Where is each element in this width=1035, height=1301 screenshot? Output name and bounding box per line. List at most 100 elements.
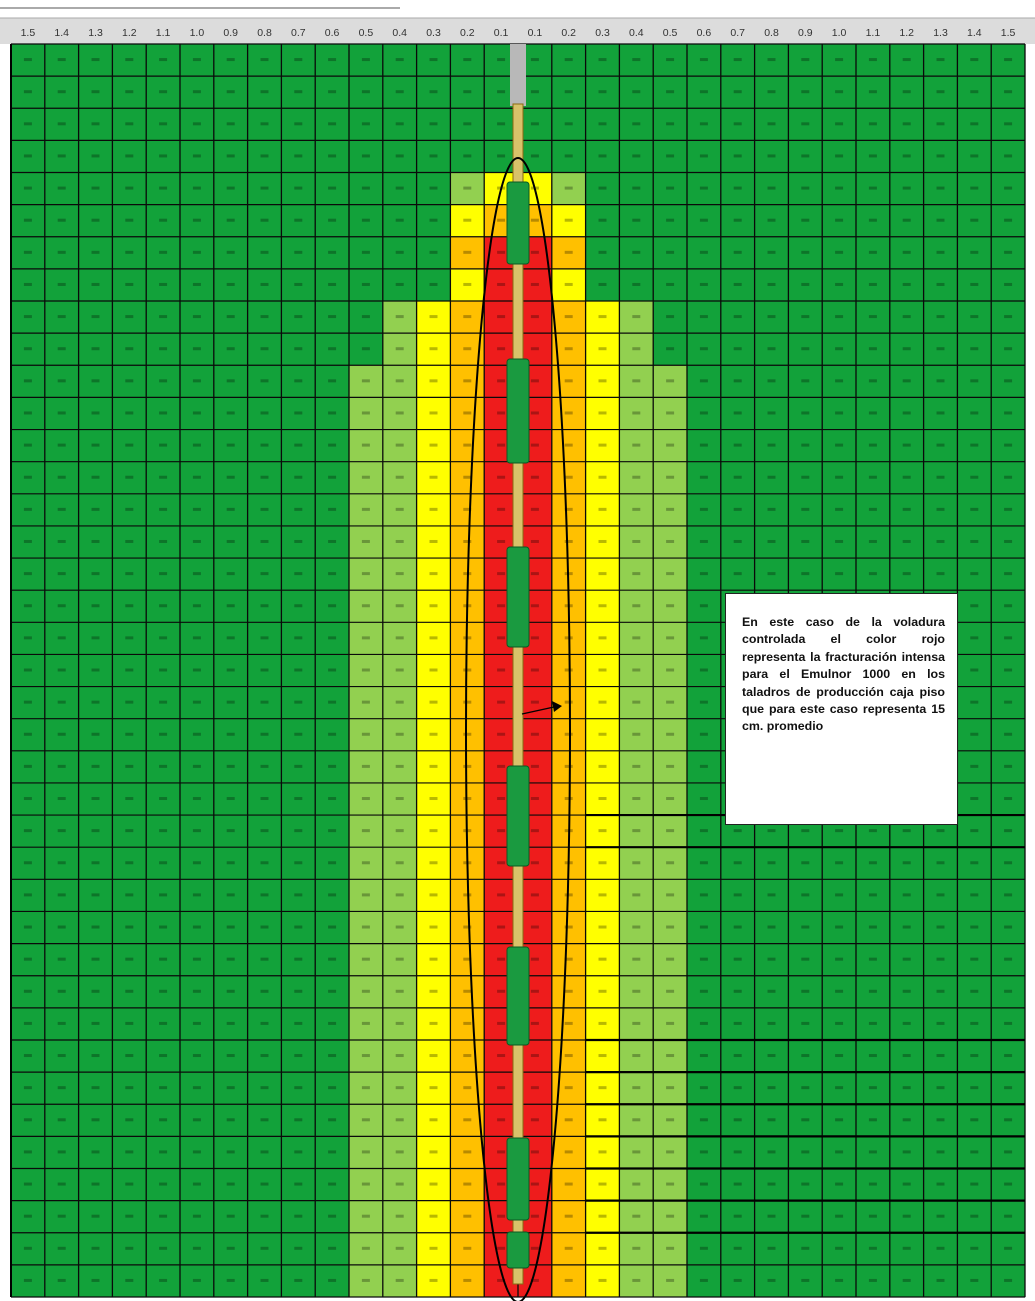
cell-value-label <box>564 186 573 190</box>
cell-value-label <box>57 347 66 351</box>
cell-value-label <box>294 539 303 543</box>
heatmap-cell <box>788 397 823 430</box>
heatmap-cell <box>315 1007 350 1041</box>
x-tick-label: 0.1 <box>528 27 543 39</box>
heatmap-cell <box>585 236 620 270</box>
heatmap-cell <box>856 1200 891 1234</box>
cell-value-label <box>463 1086 472 1090</box>
cell-value-label <box>632 829 641 833</box>
heatmap-cell <box>991 782 1026 816</box>
heatmap-cell <box>281 750 316 784</box>
cell-value-label <box>463 1118 472 1122</box>
cell-value-label <box>328 475 337 479</box>
cell-value-label <box>23 604 32 608</box>
cell-value-label <box>294 893 303 897</box>
cell-value-label <box>125 1021 134 1025</box>
cell-value-label <box>328 1182 337 1186</box>
heatmap-cell <box>923 140 958 173</box>
heatmap-cell <box>112 365 147 398</box>
cell-value-label <box>1004 154 1013 158</box>
cell-value-label <box>23 90 32 94</box>
heatmap-cell <box>889 268 924 302</box>
heatmap-cell <box>754 1072 789 1105</box>
heatmap-cell <box>551 1136 586 1169</box>
heatmap-cell <box>957 1072 992 1105</box>
cell-value-label <box>666 186 675 190</box>
cell-value-label <box>801 1150 810 1154</box>
heatmap-cell <box>923 429 958 463</box>
heatmap-cell <box>382 397 417 430</box>
heatmap-cell <box>180 750 215 784</box>
cell-value-label <box>1004 90 1013 94</box>
heatmap-cell <box>720 397 755 430</box>
heatmap-cell <box>585 750 620 784</box>
heatmap-cell <box>78 108 113 141</box>
cell-value-label <box>767 122 776 126</box>
heatmap-cell <box>822 1072 857 1105</box>
heatmap-cell <box>551 1232 586 1266</box>
heatmap-cell <box>957 76 992 109</box>
cell-value-label <box>1004 379 1013 383</box>
heatmap-cell <box>416 1168 451 1202</box>
cell-value-label <box>429 90 438 94</box>
heatmap-cell <box>180 1200 215 1234</box>
cell-value-label <box>666 1086 675 1090</box>
heatmap-cell <box>720 108 755 141</box>
cell-value-label <box>733 1086 742 1090</box>
heatmap-cell <box>78 140 113 173</box>
cell-value-label <box>767 989 776 993</box>
cell-value-label <box>902 475 911 479</box>
heatmap-cell <box>619 911 654 944</box>
heatmap-cell <box>349 590 384 623</box>
cell-value-label <box>1004 1278 1013 1282</box>
cell-value-label <box>564 347 573 351</box>
cell-value-label <box>260 636 269 640</box>
heatmap-cell <box>957 750 992 784</box>
heatmap-cell <box>146 622 181 655</box>
heatmap-cell <box>754 429 789 463</box>
heatmap-cell <box>788 879 823 912</box>
heatmap-cell <box>11 654 46 687</box>
cell-value-label <box>395 58 404 62</box>
cell-value-label <box>868 315 877 319</box>
heatmap-cell <box>180 1232 215 1266</box>
heatmap-cell <box>957 461 992 495</box>
cell-value-label <box>260 282 269 286</box>
cell-value-label <box>463 315 472 319</box>
cell-value-label <box>395 539 404 543</box>
heatmap-cell <box>247 172 282 206</box>
cell-value-label <box>192 764 201 768</box>
cell-value-label <box>497 250 506 254</box>
cell-value-label <box>598 636 607 640</box>
heatmap-cell <box>957 204 992 238</box>
cell-value-label <box>361 58 370 62</box>
heatmap-cell <box>450 654 485 687</box>
cell-value-label <box>429 475 438 479</box>
heatmap-cell <box>957 108 992 141</box>
cell-value-label <box>835 282 844 286</box>
heatmap-cell <box>450 750 485 784</box>
cell-value-label <box>91 507 100 511</box>
heatmap-cell <box>889 44 924 77</box>
cell-value-label <box>226 443 235 447</box>
cell-value-label <box>767 411 776 415</box>
cell-value-label <box>91 186 100 190</box>
heatmap-cell <box>923 493 958 527</box>
cell-value-label <box>632 1278 641 1282</box>
heatmap-cell <box>213 397 248 430</box>
heatmap-cell <box>281 172 316 206</box>
heatmap-cell <box>687 943 722 977</box>
cell-value-label <box>23 1214 32 1218</box>
cell-value-label <box>294 250 303 254</box>
cell-value-label <box>497 218 506 222</box>
cell-value-label <box>666 700 675 704</box>
heatmap-cell <box>957 686 992 720</box>
heatmap-cell <box>213 429 248 463</box>
cell-value-label <box>767 572 776 576</box>
cell-value-label <box>801 1021 810 1025</box>
heatmap-cell <box>991 1072 1026 1105</box>
heatmap-cell <box>856 76 891 109</box>
cell-value-label <box>226 1214 235 1218</box>
heatmap-cell <box>585 1104 620 1137</box>
heatmap-cell <box>112 782 147 816</box>
